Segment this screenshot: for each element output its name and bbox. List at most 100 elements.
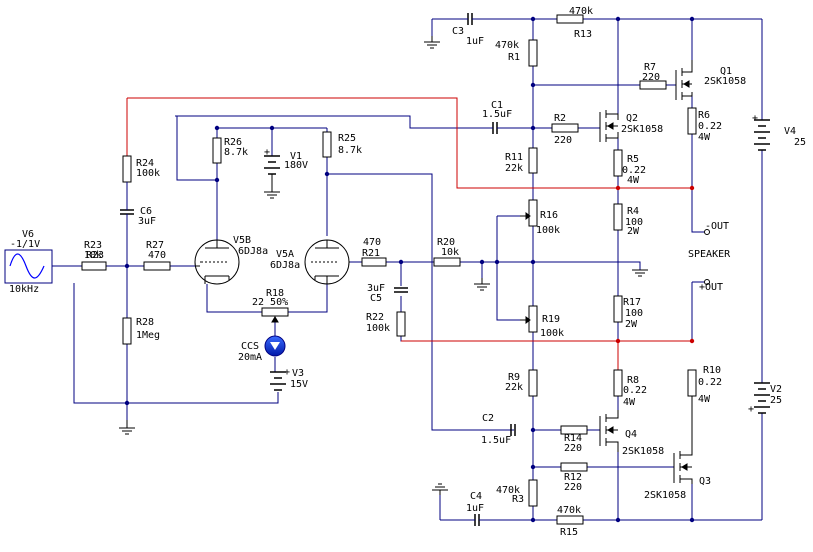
r28-value-label: 1Meg <box>136 330 160 341</box>
v2-value-label: 25 <box>770 395 782 406</box>
resistor-r23 <box>81 261 107 271</box>
minus-out-label: -OUT <box>705 221 729 232</box>
r3-value-label: 470k <box>496 485 520 496</box>
r20-value-label: 10k <box>441 247 459 258</box>
mosfet-q1 <box>675 60 693 100</box>
resistor-r10 <box>687 369 697 397</box>
minus-out-terminal <box>704 229 710 235</box>
v1-label: V1 <box>290 151 302 162</box>
battery-v2 <box>754 382 770 414</box>
resistor-r15 <box>556 515 584 525</box>
r6-power-label: 4W <box>698 132 711 143</box>
r22-label: R22 <box>366 312 384 323</box>
v4-value-label: 25 <box>794 137 806 148</box>
resistor-r5 <box>613 149 623 177</box>
resistor-r4 <box>613 203 623 231</box>
battery-v4 <box>754 119 770 151</box>
r4-value-label: 100 <box>625 217 643 228</box>
capacitor-c2 <box>510 424 516 436</box>
r27-label: R27 <box>146 240 164 251</box>
r23-ref: R23 <box>86 250 104 261</box>
speaker-label: SPEAKER <box>688 249 731 260</box>
ground-icon <box>264 185 280 199</box>
capacitor-c5 <box>394 287 408 293</box>
capacitor-c1 <box>492 122 498 134</box>
r7-label: R7 <box>644 62 656 73</box>
resistor-r7 <box>639 80 667 90</box>
r26-label: R26 <box>224 137 242 148</box>
r5-value-label: 0.22 <box>622 165 646 176</box>
r17-value-label: 100 <box>625 308 643 319</box>
ground-icon <box>632 269 648 277</box>
r12-label: R12 <box>564 472 582 483</box>
v6-value: -1/1V <box>10 239 40 250</box>
r4-power-label: 2W <box>627 226 640 237</box>
v5b-label: V5B <box>233 235 251 246</box>
resistor-r28 <box>122 317 132 345</box>
r25-label: R25 <box>338 133 356 144</box>
v6-freq: 10kHz <box>9 284 39 295</box>
r11-value-label: 22k <box>505 163 523 174</box>
r17-power-label: 2W <box>625 319 638 330</box>
resistor-r25 <box>322 131 332 158</box>
c5-value-label: 3uF <box>367 283 385 294</box>
resistor-r20 <box>433 257 461 267</box>
v6-ref: V6 <box>22 229 34 240</box>
q1-value-label: 2SK1058 <box>704 76 746 87</box>
r12-value-label: 220 <box>564 482 582 493</box>
r16-label: R16 <box>540 210 558 221</box>
r15-label: R15 <box>560 527 578 538</box>
r19-label: R19 <box>542 314 560 325</box>
battery-v3 <box>270 371 286 391</box>
resistor-r12 <box>560 462 588 472</box>
v5a-value-label: 6DJ8a <box>270 260 300 271</box>
mosfet-q4 <box>599 410 619 452</box>
resistor-r14 <box>560 425 588 435</box>
battery-v1 <box>264 155 280 185</box>
resistor-r22 <box>396 311 406 337</box>
resistor-r13 <box>556 14 584 24</box>
c4-value-label: 1uF <box>466 503 484 514</box>
r5-power-label: 4W <box>627 175 640 186</box>
resistor-r11 <box>528 147 538 174</box>
red-junctions <box>615 185 695 344</box>
red-wires <box>126 97 692 370</box>
ground-icon <box>474 278 490 291</box>
r6-value-label: 0.22 <box>698 121 722 132</box>
r16-wiper-arrow <box>520 212 531 220</box>
resistor-r24 <box>122 155 132 183</box>
v3-plus: + <box>284 367 290 378</box>
v1-value-label: 180V <box>284 160 308 171</box>
r10-value-label: 0.22 <box>698 377 722 388</box>
capacitor-c6 <box>120 209 134 215</box>
r26-value-label: 8.7k <box>224 147 248 158</box>
r23-value-label: 10k <box>84 250 102 261</box>
r7-value-label: 220 <box>642 72 660 83</box>
resistor-r21 <box>361 257 387 267</box>
r15-value-label: 470k <box>557 505 581 516</box>
c3-value-label: 1uF <box>466 36 484 47</box>
resistor-r18 <box>261 307 289 317</box>
junctions <box>124 16 695 523</box>
resistor-r16 <box>528 199 538 227</box>
ground-icon <box>119 420 135 435</box>
v1-plus: + <box>264 147 270 158</box>
r1-value-label: 470k <box>495 40 519 51</box>
current-source-ccs <box>264 335 286 357</box>
r22-value-label: 100k <box>366 323 390 334</box>
ground-icon <box>424 36 440 49</box>
q3-value-label: 2SK1058 <box>644 490 686 501</box>
r20-label: R20 <box>437 237 455 248</box>
q4-label: Q4 <box>625 429 637 440</box>
wires <box>52 18 763 521</box>
r8-value-label: 0.22 <box>623 385 647 396</box>
triode-v5a <box>304 239 350 285</box>
r24-label: R24 <box>136 158 154 169</box>
ground-icon <box>432 483 448 495</box>
q2-value-label: 2SK1058 <box>621 124 663 135</box>
c5-label: C5 <box>370 293 382 304</box>
r9-value-label: 22k <box>505 382 523 393</box>
sine-source-v6 <box>4 249 53 284</box>
r28-label: R28 <box>136 317 154 328</box>
